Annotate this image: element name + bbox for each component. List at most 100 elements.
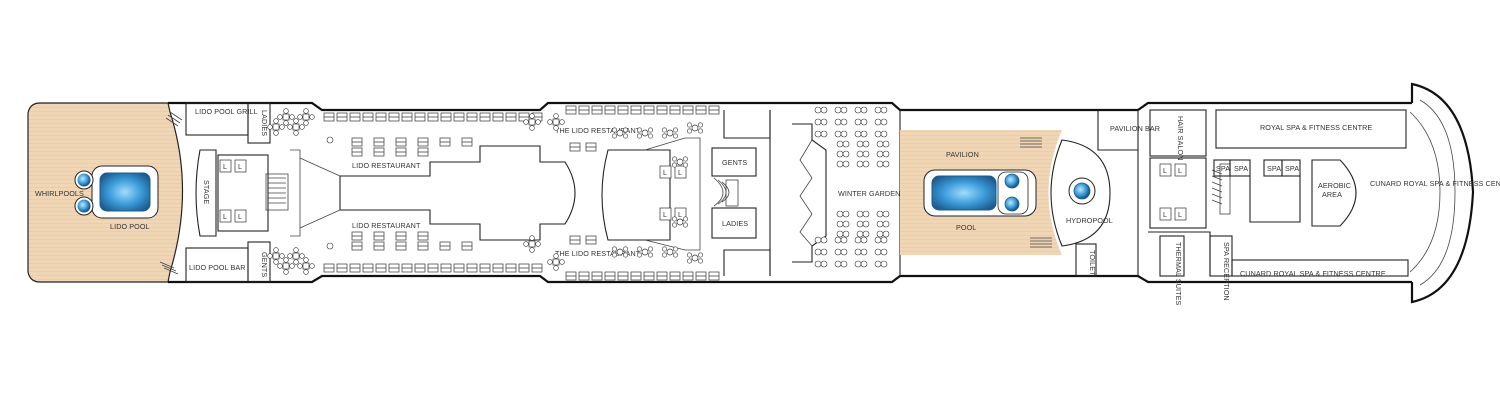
table-icon (641, 248, 649, 256)
chair-icon (842, 220, 850, 228)
lido-restaurant-aft: LIDO RESTAURANT LIDO RESTAURANT (299, 145, 576, 241)
cunard-spa-bottom-label: CUNARD ROYAL SPA & FITNESS CENTRE (1240, 269, 1386, 278)
stage-label: STAGE (202, 180, 211, 204)
chair-icon (862, 160, 870, 168)
svg-text:L: L (238, 162, 242, 171)
whirlpools-label: WHIRLPOOLS (35, 189, 84, 198)
gents-mid-label: GENTS (722, 158, 747, 167)
chair-icon (622, 133, 628, 139)
table-icon (552, 258, 560, 266)
chair-icon (559, 119, 565, 125)
chair-icon (622, 246, 628, 252)
chair-icon (299, 124, 305, 130)
chair-icon (876, 230, 884, 238)
chair-icon (309, 114, 315, 120)
chair-icon (287, 124, 293, 130)
chair-icon (860, 236, 868, 244)
chair-icon (876, 220, 884, 228)
spa-2-label: SPA (1234, 164, 1248, 173)
the-lido-restaurant-bottom-label: THE LIDO RESTAURANT (555, 249, 641, 258)
table-icon (302, 113, 310, 121)
whirlpool-icon (74, 170, 94, 190)
chair-icon (697, 252, 703, 258)
chair-icon (882, 140, 890, 148)
table-icon (691, 254, 699, 262)
chair-icon (856, 150, 864, 158)
aft-service-block: LIDO POOL GRILL LADIES LIDO POOL BAR GEN… (185, 102, 301, 283)
chair-icon (297, 263, 303, 269)
chair-icon (303, 120, 309, 126)
chair-icon (834, 106, 842, 114)
chair-icon (267, 124, 273, 130)
chair-icon (882, 210, 890, 218)
chair-icon (862, 150, 870, 158)
lido-restaurant-forward: L L L L THE LIDO RESTAURANT THE LIDO RES… (555, 110, 771, 276)
chair-icon (293, 259, 299, 265)
svg-text:L: L (678, 210, 682, 219)
chair-icon (842, 140, 850, 148)
chair-icon (303, 269, 309, 275)
chair-icon (814, 106, 822, 114)
table-icon (616, 129, 624, 137)
chair-icon (854, 260, 862, 268)
chair-icon (636, 246, 642, 252)
chair-icon (880, 248, 888, 256)
table-icon (676, 218, 684, 226)
lido-restaurant-top-label: LIDO RESTAURANT (352, 161, 421, 170)
chair-icon (267, 253, 273, 259)
chair-icon (882, 160, 890, 168)
pavilion-label: PAVILION (946, 150, 979, 159)
chair-icon (622, 127, 628, 133)
hydropool (1068, 177, 1096, 205)
table-icon (666, 248, 674, 256)
chair-icon (874, 248, 882, 256)
chair-icon (686, 128, 692, 134)
svg-text:L: L (663, 210, 667, 219)
chair-icon (874, 106, 882, 114)
chair-icon (834, 130, 842, 138)
chair-icon (647, 246, 653, 252)
chair-icon (882, 230, 890, 238)
chair-icon (297, 114, 303, 120)
chair-icon (326, 242, 334, 250)
stairs-icon (159, 111, 183, 275)
chair-icon (547, 259, 553, 265)
chair-icon (277, 114, 283, 120)
chair-icon (842, 150, 850, 158)
chair-icon (862, 210, 870, 218)
lift-icon: L L L L (219, 159, 247, 223)
chair-icon (854, 130, 862, 138)
chair-icon (834, 260, 842, 268)
chair-icon (874, 236, 882, 244)
chair-icon (682, 222, 688, 228)
ladies-top-label: LADIES (260, 110, 269, 136)
chair-icon (836, 220, 844, 228)
chair-icon (854, 118, 862, 126)
chair-icon (636, 252, 642, 258)
chair-icon (671, 222, 677, 228)
svg-text:L: L (678, 168, 682, 177)
chair-icon (814, 236, 822, 244)
chair-icon (682, 156, 688, 162)
lido-restaurant-bottom-label: LIDO RESTAURANT (352, 221, 421, 230)
chair-icon (820, 236, 828, 244)
chair-icon (303, 257, 309, 263)
furniture (267, 105, 890, 281)
chair-icon (647, 133, 653, 139)
chair-icon (836, 210, 844, 218)
svg-text:L: L (223, 162, 227, 171)
spa-4-label: SPA (1285, 164, 1299, 173)
chair-icon (661, 246, 667, 252)
chair-icon (834, 248, 842, 256)
cunard-spa-side-label: CUNARD ROYAL SPA & FITNESS CENTRE (1370, 179, 1500, 188)
chair-icon (876, 210, 884, 218)
chair-icon (880, 236, 888, 244)
chair-icon (840, 106, 848, 114)
chair-icon (636, 127, 642, 133)
pavilion-pool (923, 169, 1037, 217)
chair-icon (611, 252, 617, 258)
table-icon (641, 129, 649, 137)
chair-icon (856, 230, 864, 238)
chair-icon (661, 252, 667, 258)
chair-icon (529, 113, 535, 119)
